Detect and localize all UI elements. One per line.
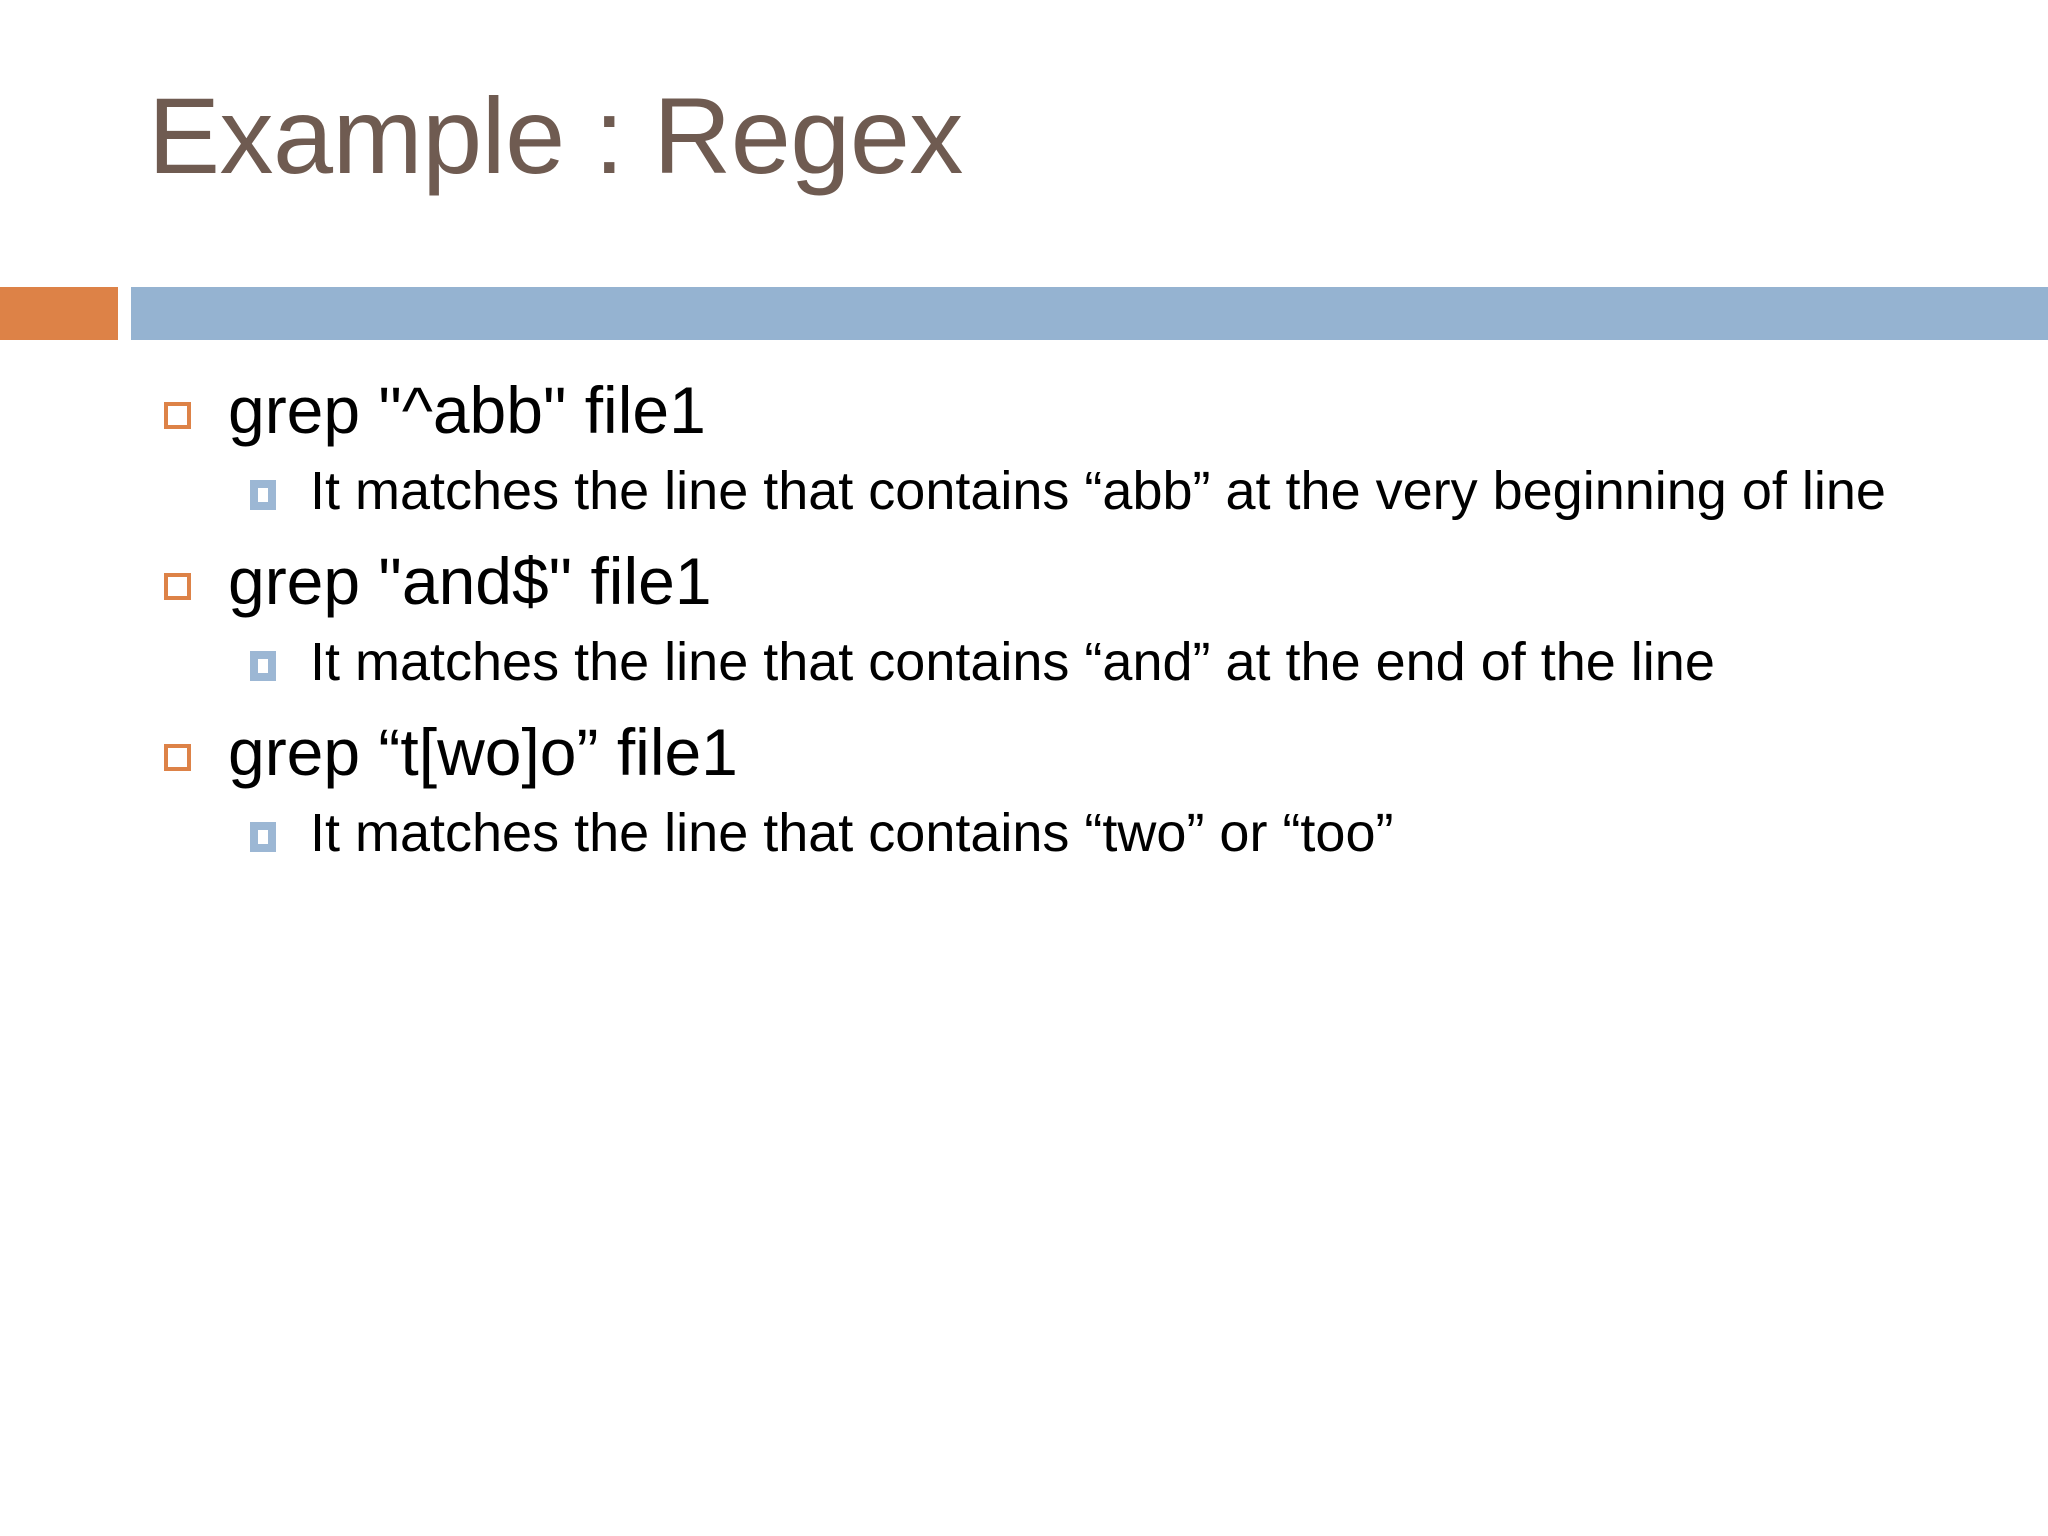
square-filled-bullet-icon — [250, 650, 276, 681]
bullet-level1-text: grep “t[wo]o” file1 — [228, 714, 738, 789]
square-outline-bullet-icon — [164, 743, 191, 771]
slide-body: grep "^abb" file1 It matches the line th… — [0, 372, 2048, 884]
bullet-item-level1: grep "and$" file1 — [0, 543, 2048, 621]
bullet-item-level1: grep "^abb" file1 — [0, 372, 2048, 450]
divider-bar — [131, 287, 2048, 340]
square-filled-bullet-icon — [250, 479, 276, 510]
bullet-level2-text: It matches the line that contains “abb” … — [310, 460, 1886, 521]
bullet-item-level2: It matches the line that contains “and” … — [0, 629, 2048, 696]
bullet-item-level2: It matches the line that contains “abb” … — [0, 458, 2048, 525]
bullet-level2-text: It matches the line that contains “and” … — [310, 631, 1715, 692]
bullet-level1-text: grep "^abb" file1 — [228, 373, 706, 447]
bullet-level1-text: grep "and$" file1 — [228, 543, 712, 618]
bullet-level2-text: It matches the line that contains “two” … — [310, 802, 1394, 863]
bullet-item-level2: It matches the line that contains “two” … — [0, 800, 2048, 867]
square-outline-bullet-icon — [164, 402, 191, 429]
page-title: Example : Regex — [148, 75, 963, 196]
divider-accent-block — [0, 287, 118, 340]
square-filled-bullet-icon — [250, 821, 276, 852]
square-outline-bullet-icon — [164, 572, 191, 600]
bullet-item-level1: grep “t[wo]o” file1 — [0, 714, 2048, 792]
